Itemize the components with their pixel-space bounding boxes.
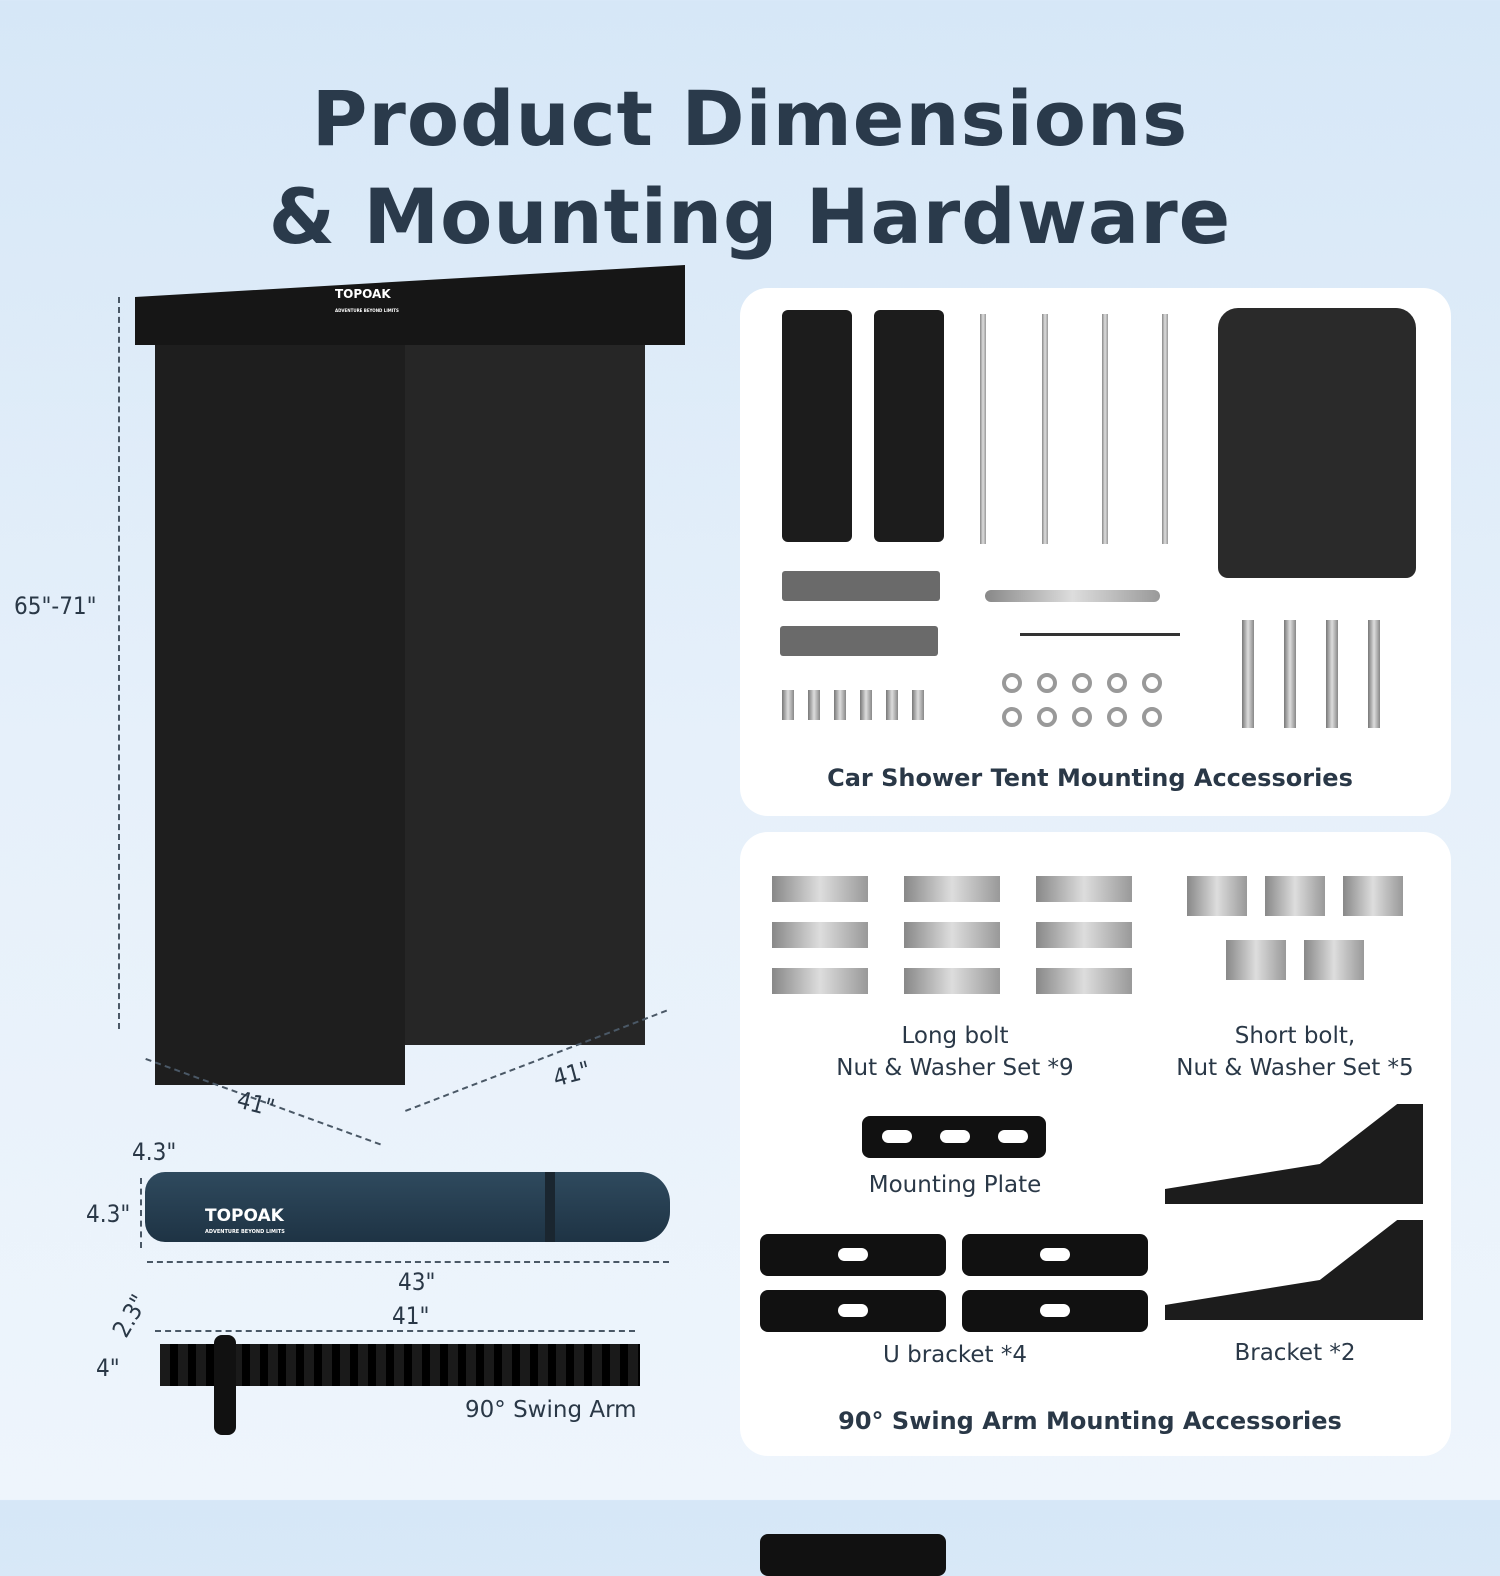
arm-length-label: 41" bbox=[392, 1302, 430, 1330]
tent-body-right bbox=[405, 345, 645, 1045]
bracket-1 bbox=[1165, 1104, 1423, 1204]
storage-pouch bbox=[1218, 308, 1416, 578]
mounting-plate-label: Mounting Plate bbox=[868, 1172, 1042, 1198]
mounting-plate bbox=[862, 1116, 1046, 1158]
hex-key-small bbox=[1020, 633, 1180, 636]
hex-key-1 bbox=[980, 314, 986, 544]
tent-height-line bbox=[118, 297, 120, 1029]
bag-diameter-side-label: 4.3" bbox=[86, 1200, 131, 1228]
bracket-label: Bracket *2 bbox=[1234, 1340, 1356, 1366]
swing-arm-strap bbox=[214, 1335, 236, 1435]
arm-thickness-label: 2.3" bbox=[106, 1289, 154, 1343]
u-bracket-2 bbox=[962, 1234, 1148, 1276]
bracket-2 bbox=[1165, 1220, 1423, 1320]
bag-strap bbox=[545, 1172, 555, 1242]
bag-length-line bbox=[147, 1261, 669, 1263]
arm-length-line bbox=[155, 1330, 635, 1332]
mounting-plate-vertical-1 bbox=[782, 310, 852, 542]
tent-roof bbox=[135, 265, 685, 345]
u-bracket-3 bbox=[760, 1290, 946, 1332]
arm-height-label: 4" bbox=[96, 1354, 120, 1382]
flat-plate-2 bbox=[780, 626, 938, 656]
u-bracket-label: U bracket *4 bbox=[882, 1342, 1028, 1368]
tent-height-label: 65"-71" bbox=[14, 592, 97, 620]
page-title: Product Dimensions& Mounting Hardware bbox=[268, 74, 1232, 261]
hex-key-2 bbox=[1042, 314, 1048, 544]
short-bolt-sets bbox=[1180, 876, 1410, 980]
u-bracket-1 bbox=[760, 1234, 946, 1276]
hex-key-3 bbox=[1102, 314, 1108, 544]
swing-arm-accessories-caption: 90° Swing Arm Mounting Accessories bbox=[838, 1407, 1342, 1435]
long-screws bbox=[1242, 620, 1380, 728]
small-screws bbox=[782, 690, 942, 720]
bag-diameter-top-label: 4.3" bbox=[132, 1138, 177, 1166]
short-bolt-label: Short bolt,Nut & Washer Set *5 bbox=[1176, 1023, 1414, 1081]
tent-accessories-caption: Car Shower Tent Mounting Accessories bbox=[827, 764, 1353, 792]
bag-length-label: 43" bbox=[398, 1268, 436, 1296]
swing-arm-label: 90° Swing Arm bbox=[465, 1397, 637, 1423]
bag-height-line bbox=[140, 1178, 142, 1248]
u-bracket-4 bbox=[962, 1290, 1148, 1332]
tent-body-left bbox=[155, 345, 405, 1085]
hex-key-4 bbox=[1162, 314, 1168, 544]
tent-accessories-card: Car Shower Tent Mounting Accessories bbox=[740, 288, 1451, 816]
nuts bbox=[1002, 673, 1182, 727]
mounting-plate-vertical-2 bbox=[874, 310, 944, 542]
swing-arm-image bbox=[160, 1344, 640, 1386]
wrench bbox=[985, 590, 1160, 602]
flat-plate-1 bbox=[782, 571, 940, 601]
u-bracket-1 bbox=[760, 1534, 946, 1576]
long-bolt-sets bbox=[772, 876, 1142, 994]
